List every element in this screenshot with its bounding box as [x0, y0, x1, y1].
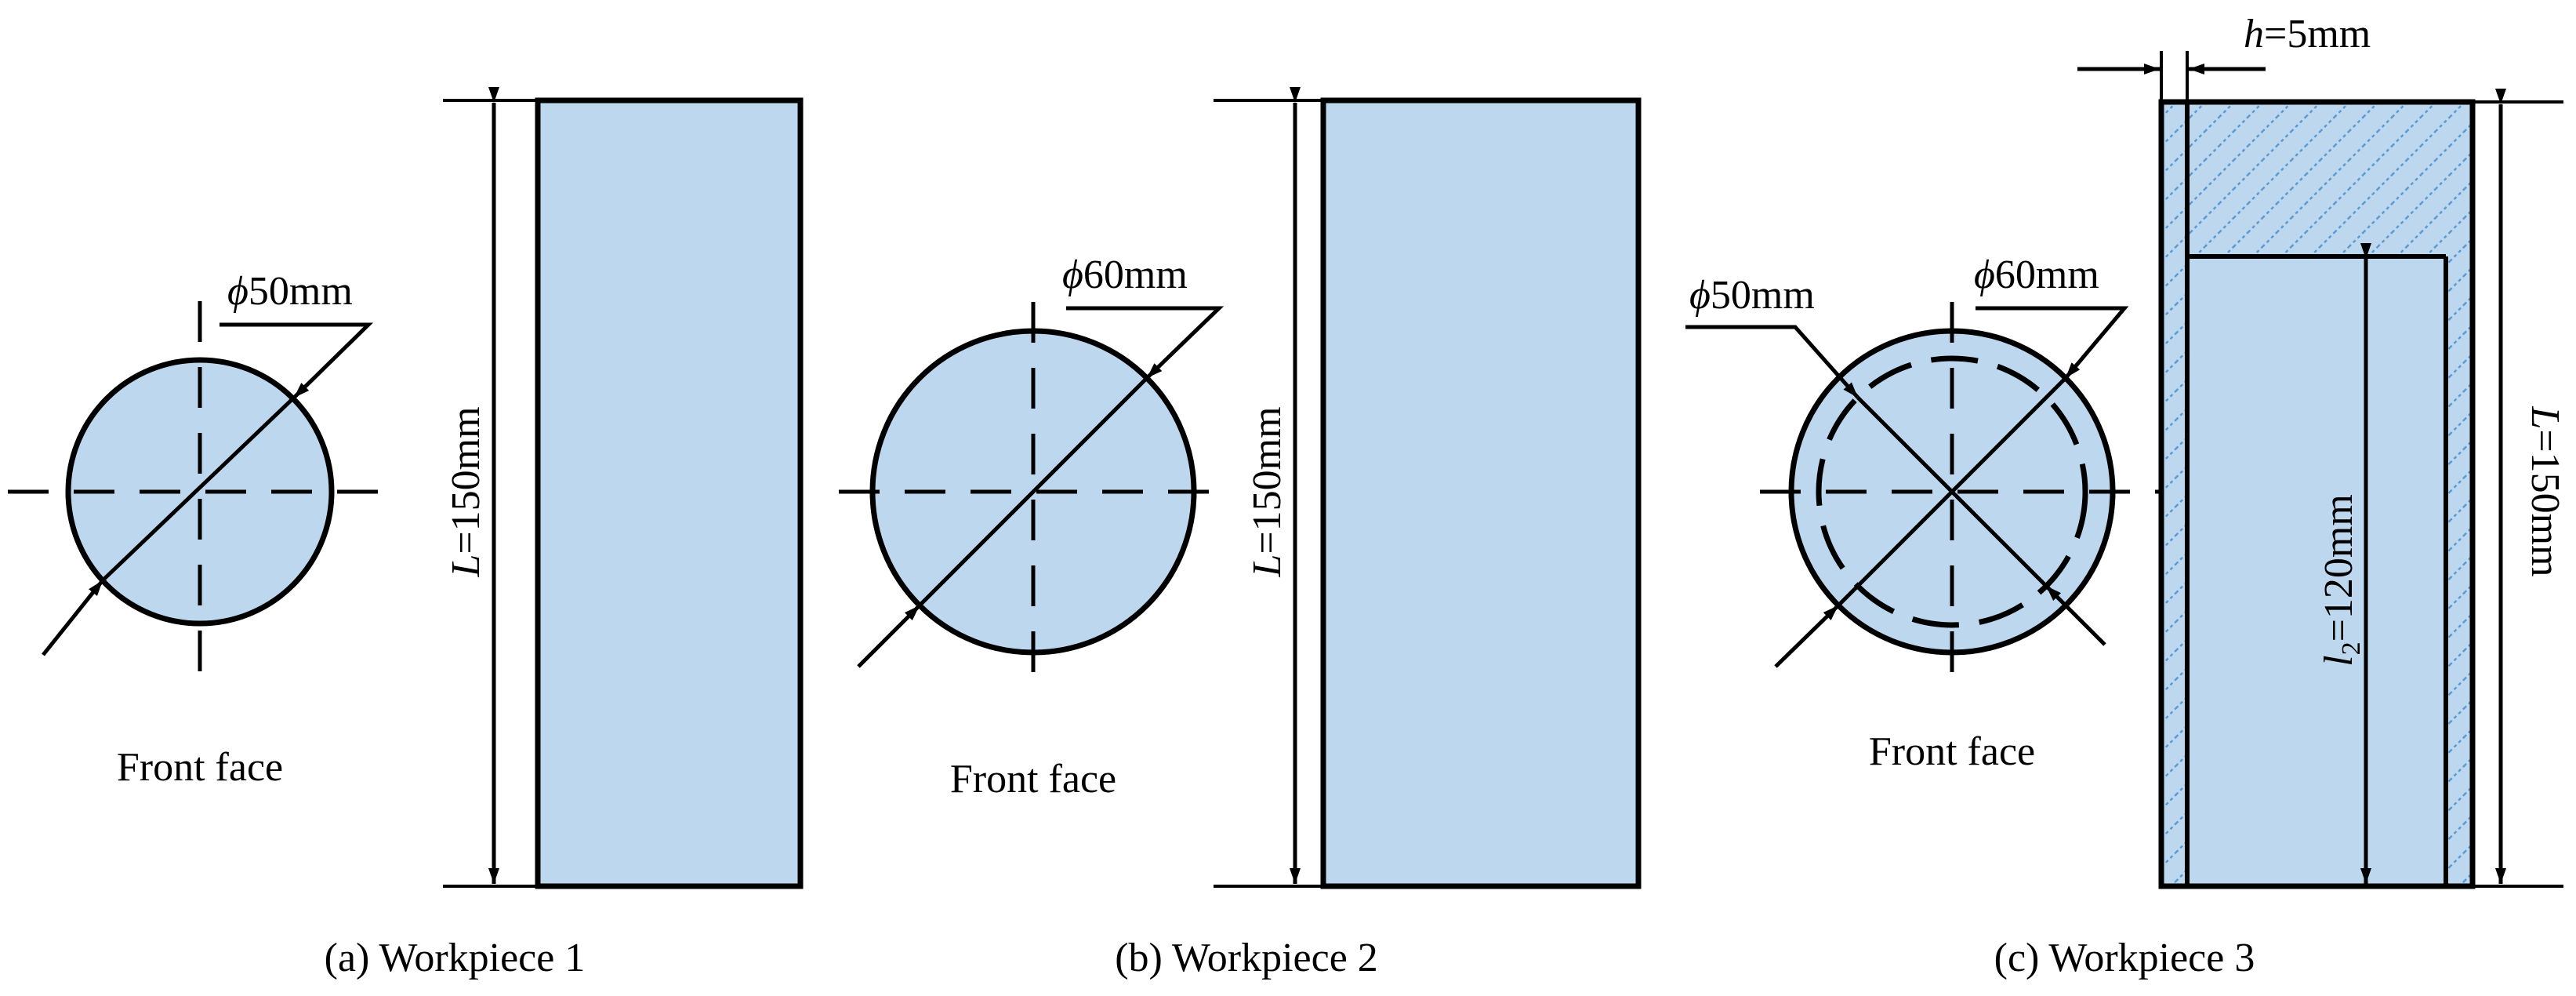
caption-2: (b) Workpiece 2 — [1115, 936, 1378, 980]
length-label-3: L=150mm — [2523, 405, 2567, 576]
inner-diameter-label-3: ϕ50mm — [1689, 273, 1815, 318]
diameter-label-1: ϕ50mm — [227, 269, 353, 314]
front-face-label-2: Front face — [950, 757, 1116, 802]
length-label-1: L=150mm — [444, 406, 488, 577]
front-face-view-2: ϕ60mm Front face — [839, 253, 1231, 802]
workpiece-3: ϕ50mm ϕ60mm Front face h=5mm l2=120mm — [1685, 12, 2567, 980]
front-face-view-1: ϕ50mm Front face — [8, 269, 392, 790]
caption-1: (a) Workpiece 1 — [325, 936, 586, 980]
side-view-2: L=150mm — [1214, 87, 1642, 889]
section-view-3: h=5mm l2=120mm L=150mm — [2077, 12, 2567, 889]
inner-length-label-3: l2=120mm — [2317, 494, 2366, 667]
length-label-2: L=150mm — [1245, 406, 1290, 577]
workpiece-1: ϕ50mm Front face L=150mm (a) Workpiece 1 — [8, 87, 804, 980]
workpiece-2: ϕ60mm Front face L=150mm (b) Workpiece 2 — [839, 87, 1642, 980]
side-view-1: L=150mm — [443, 87, 804, 889]
front-face-label-1: Front face — [117, 745, 283, 790]
caption-3: (c) Workpiece 3 — [1994, 936, 2255, 980]
front-face-view-3: ϕ50mm ϕ60mm Front face — [1685, 253, 2160, 774]
outer-diameter-label-3: ϕ60mm — [1974, 253, 2099, 297]
diameter-label-2: ϕ60mm — [1062, 253, 1188, 297]
front-face-label-3: Front face — [1869, 729, 2035, 774]
thickness-label-3: h=5mm — [2244, 12, 2371, 56]
